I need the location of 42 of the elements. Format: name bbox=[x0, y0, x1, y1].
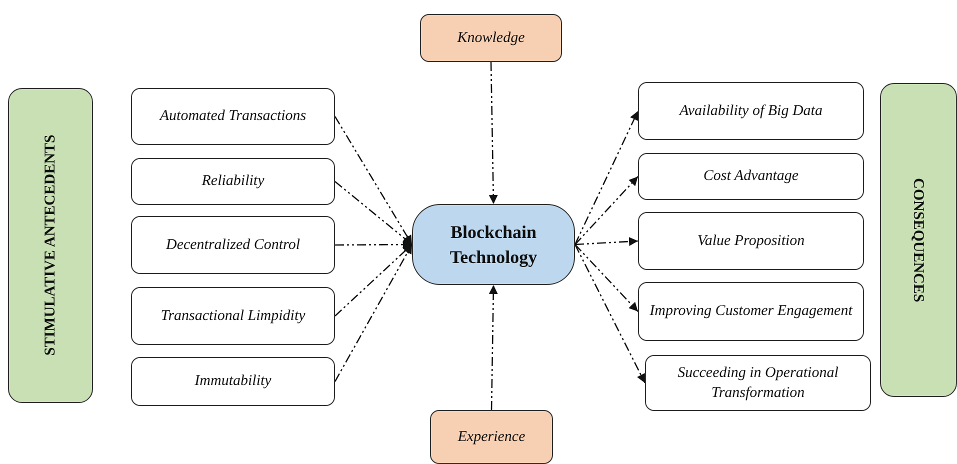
arrow bbox=[334, 244, 412, 316]
input-box bbox=[420, 14, 562, 62]
arrow bbox=[574, 110, 639, 245]
box-label: Decentralized Control bbox=[164, 236, 301, 255]
box-label: Value Proposition bbox=[696, 232, 806, 251]
arrow bbox=[334, 116, 413, 245]
arrow bbox=[574, 237, 638, 246]
box-label: Blockchain Technology bbox=[448, 221, 538, 269]
arrow bbox=[574, 244, 646, 384]
box-label: Automated Transactions bbox=[158, 107, 308, 126]
central-box bbox=[412, 204, 575, 285]
box-label: Experience bbox=[456, 428, 526, 447]
box-label: Immutability bbox=[194, 372, 272, 392]
group-panel bbox=[880, 83, 957, 397]
process-box bbox=[638, 153, 864, 200]
process-box bbox=[638, 212, 864, 270]
box-label: Cost Advantage bbox=[702, 167, 800, 186]
box-label: Transactional Limpidity bbox=[160, 306, 306, 326]
arrow bbox=[488, 284, 498, 410]
process-box bbox=[645, 355, 871, 411]
group-heading: STIMULATIVE ANTECEDENTS bbox=[41, 134, 60, 356]
box-label: Availability of Big Data bbox=[678, 102, 824, 121]
process-box bbox=[131, 357, 335, 406]
process-box bbox=[131, 287, 335, 345]
group-heading: CONSEQUENCES bbox=[910, 178, 928, 302]
box-label: Succeeding in Operational Transformation bbox=[676, 364, 840, 403]
process-box bbox=[131, 158, 335, 205]
box-label: Improving Customer Engagement bbox=[648, 302, 854, 322]
arrow bbox=[334, 244, 413, 382]
box-label: Knowledge bbox=[456, 28, 526, 48]
group-panel bbox=[8, 88, 93, 403]
process-box bbox=[638, 282, 864, 341]
arrow bbox=[488, 62, 498, 204]
box-label: Reliability bbox=[200, 172, 266, 192]
process-box bbox=[131, 88, 335, 145]
arrow bbox=[334, 181, 412, 245]
arrow bbox=[335, 240, 412, 250]
arrow bbox=[574, 244, 638, 312]
process-box bbox=[131, 216, 335, 274]
input-box bbox=[430, 410, 553, 464]
arrow bbox=[574, 176, 638, 245]
process-box bbox=[638, 82, 864, 140]
